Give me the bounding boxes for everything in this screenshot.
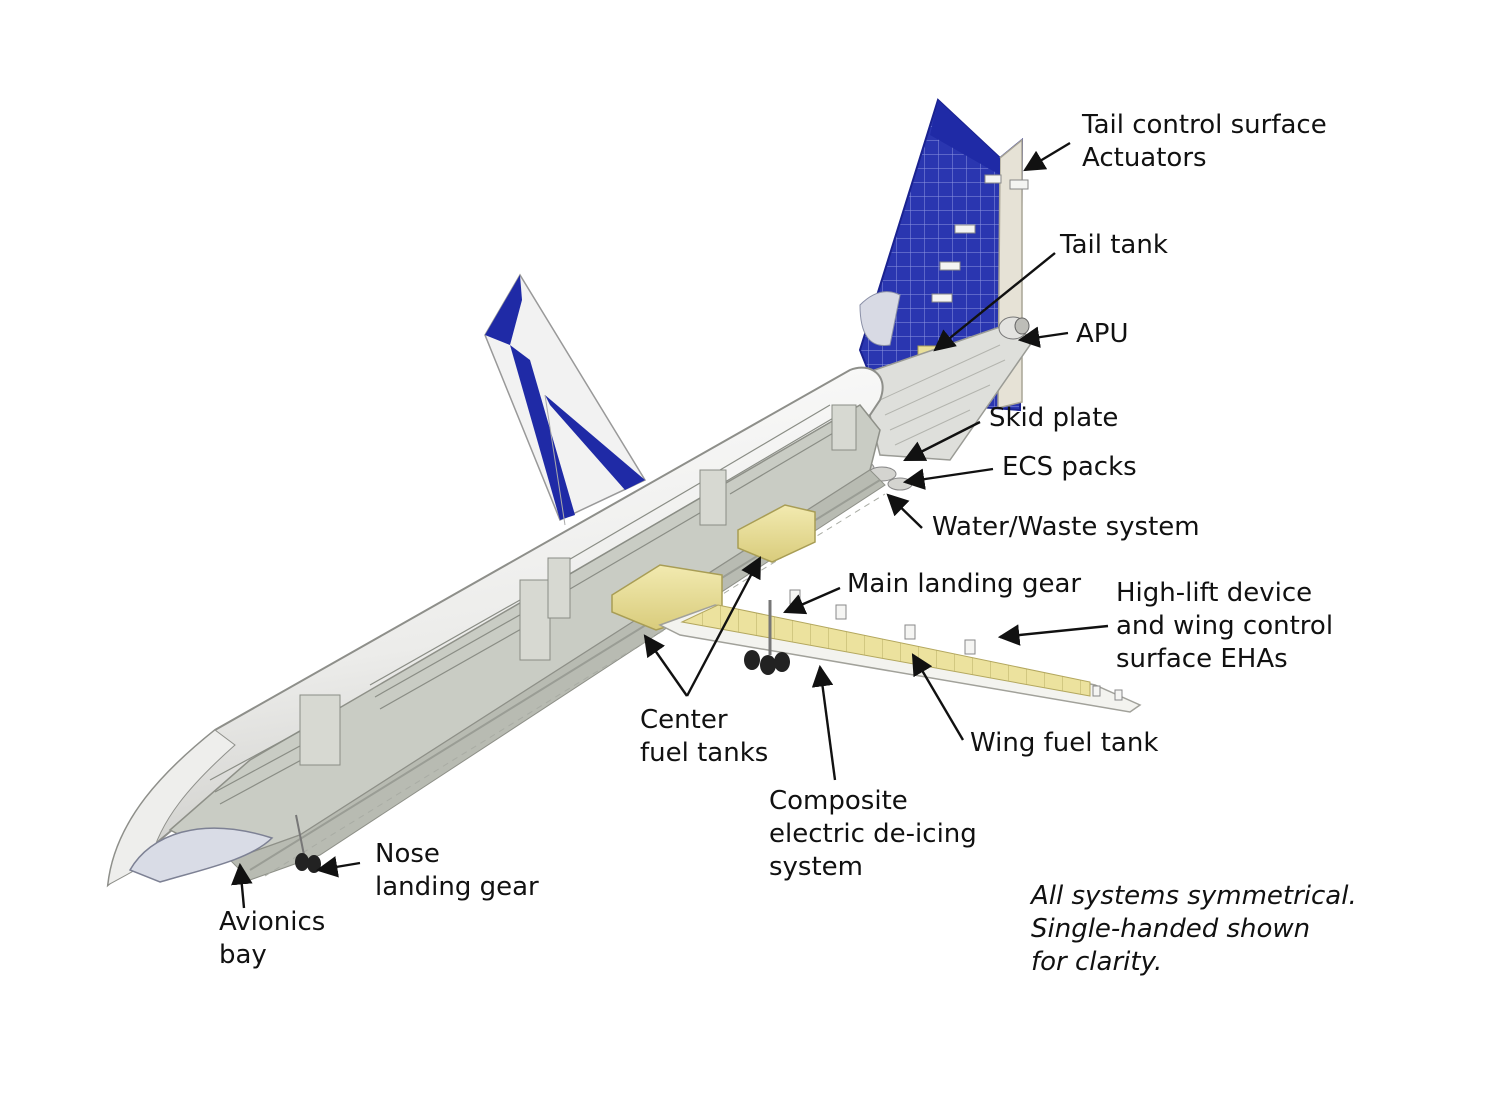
label-ecs-packs: ECS packs [1002,452,1137,482]
label-water-waste-system: Water/Waste system [932,512,1200,542]
symmetry-note: All systems symmetrical. Single-handed s… [1031,881,1357,977]
label-wing-fuel-tank: Wing fuel tank [970,728,1159,758]
wing [658,589,1142,713]
label-apu: APU [1076,319,1129,349]
label-high-lift-device: High-lift device and wing control surfac… [1116,578,1334,674]
label-main-landing-gear: Main landing gear [847,569,1082,599]
tail-actuator-pods [931,174,1029,303]
label-tail-actuators: Tail control surface Actuators [1082,110,1327,173]
horizontal-stabilizer [484,273,647,526]
label-tail-tank: Tail tank [1060,230,1168,260]
label-nose-landing-gear: Nose landing gear [375,839,539,902]
main-landing-gear [744,600,790,675]
label-de-icing-system: Composite electric de-icing system [769,786,977,882]
label-skid-plate: Skid plate [989,403,1119,433]
leader-arrows [231,141,1109,909]
label-center-fuel-tanks: Center fuel tanks [640,705,769,768]
label-avionics-bay: Avionics bay [219,907,326,970]
